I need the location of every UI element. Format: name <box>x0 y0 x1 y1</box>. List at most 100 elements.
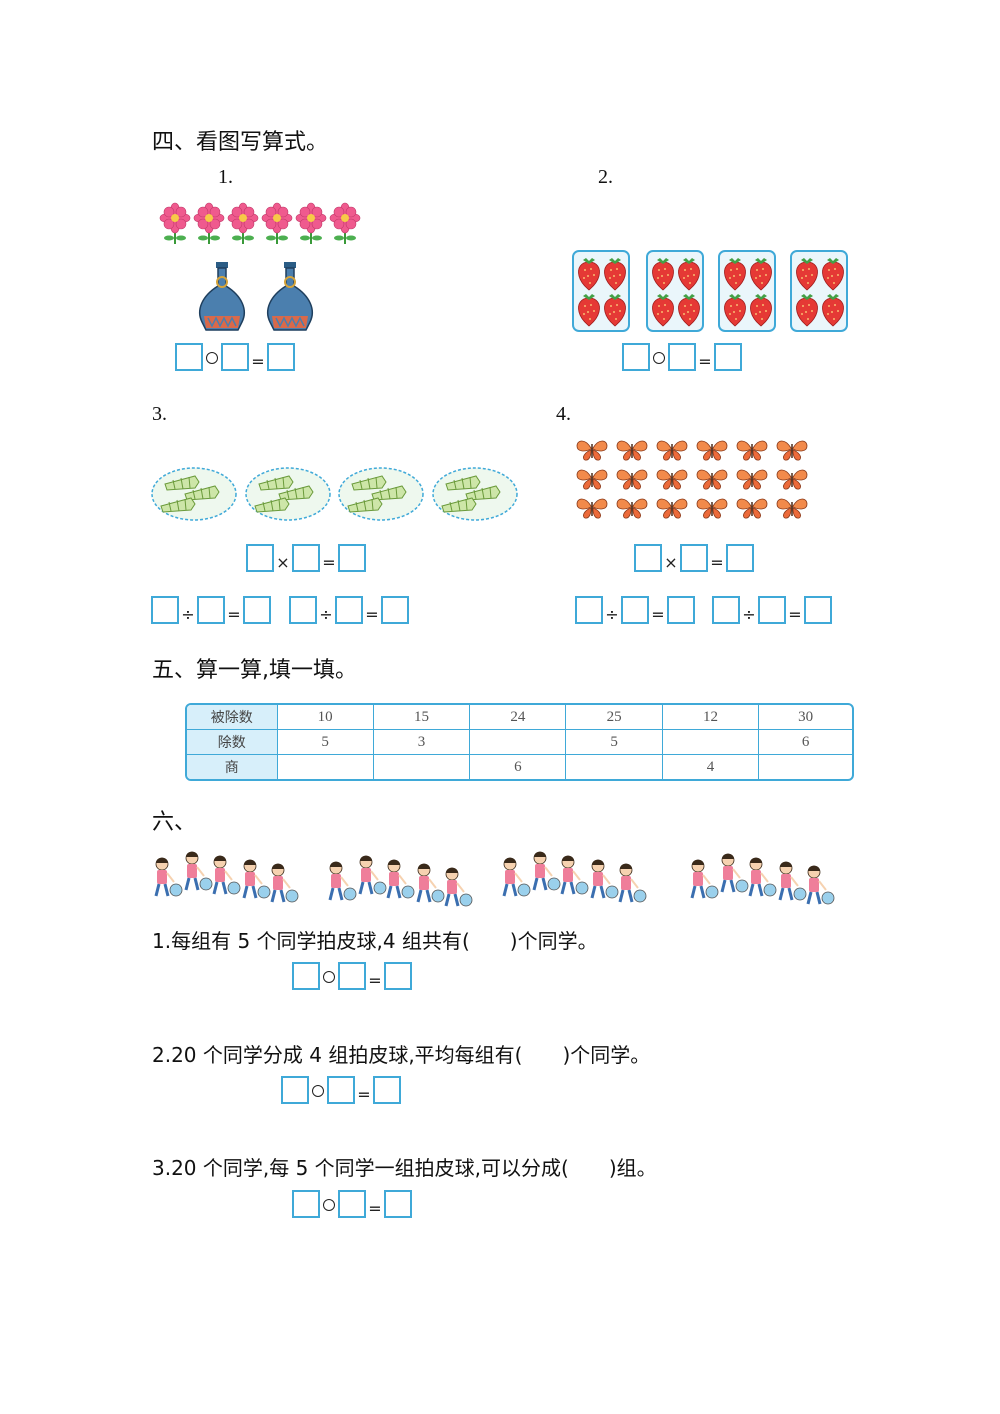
answer-box[interactable] <box>621 596 649 624</box>
answer-box[interactable] <box>281 1076 309 1104</box>
operator-circle[interactable] <box>323 1199 335 1211</box>
section-4-title: 四、看图写算式。 <box>152 130 329 155</box>
equation-4-divide-a: ÷ = <box>575 596 695 624</box>
answer-box[interactable] <box>680 544 708 572</box>
item-4-label: 4. <box>556 403 571 425</box>
answer-box[interactable] <box>667 596 695 624</box>
equation-3-divide-a: ÷ = <box>151 596 271 624</box>
answer-box[interactable] <box>726 544 754 572</box>
divide-sign: ÷ <box>181 605 195 624</box>
answer-box[interactable] <box>335 596 363 624</box>
answer-box[interactable] <box>292 962 320 990</box>
answer-box[interactable] <box>373 1076 401 1104</box>
divide-sign: ÷ <box>319 605 333 624</box>
answer-box[interactable] <box>289 596 317 624</box>
answer-box[interactable] <box>714 343 742 371</box>
section-5-title: 五、算一算,填一填。 <box>152 658 357 683</box>
children-bouncing-balls-illustration <box>150 842 850 914</box>
answer-box[interactable] <box>246 544 274 572</box>
question-1: 1.每组有 5 个同学拍皮球,4 组共有( )个同学。 <box>152 929 598 953</box>
butterflies-illustration <box>576 440 808 519</box>
table-row-divisor: 除数 5 3 5 6 <box>187 729 852 755</box>
operator-circle[interactable] <box>653 352 665 364</box>
answer-box[interactable] <box>175 343 203 371</box>
equals-sign: = <box>788 605 802 624</box>
division-table: 被除数 10 15 24 25 12 30 除数 5 3 5 6 商 6 4 <box>185 703 854 781</box>
table-row-quotient: 商 6 4 <box>187 754 852 779</box>
item-2-label: 2. <box>598 166 613 188</box>
equals-sign: = <box>357 1085 371 1104</box>
table-cell-blank[interactable] <box>758 754 852 779</box>
equation-1: = <box>175 343 295 371</box>
equation-q3: = <box>292 1190 412 1218</box>
operator-circle[interactable] <box>323 971 335 983</box>
table-cell-blank[interactable] <box>372 754 471 779</box>
equals-sign: = <box>365 605 379 624</box>
answer-box[interactable] <box>267 343 295 371</box>
row-header: 被除数 <box>187 705 278 730</box>
answer-box[interactable] <box>634 544 662 572</box>
question-2: 2.20 个同学分成 4 组拍皮球,平均每组有( )个同学。 <box>152 1043 651 1067</box>
table-cell-blank[interactable] <box>276 754 374 779</box>
table-cell: 5 <box>565 729 663 755</box>
item-1-label: 1. <box>218 166 233 188</box>
equation-4-multiply: × = <box>634 544 754 572</box>
table-cell: 6 <box>469 754 567 779</box>
answer-box[interactable] <box>758 596 786 624</box>
answer-box[interactable] <box>338 962 366 990</box>
answer-box[interactable] <box>327 1076 355 1104</box>
table-cell-blank[interactable] <box>661 729 760 755</box>
equals-sign: = <box>251 352 265 371</box>
equation-q1: = <box>292 962 412 990</box>
equals-sign: = <box>368 1199 382 1218</box>
operator-circle[interactable] <box>206 352 218 364</box>
answer-box[interactable] <box>197 596 225 624</box>
divide-sign: ÷ <box>742 605 756 624</box>
divide-sign: ÷ <box>605 605 619 624</box>
table-row-dividend: 被除数 10 15 24 25 12 30 <box>187 705 852 730</box>
table-cell: 5 <box>276 729 374 755</box>
row-header: 除数 <box>187 729 278 755</box>
table-cell: 24 <box>469 705 567 730</box>
table-cell: 30 <box>758 705 852 730</box>
answer-box[interactable] <box>338 1190 366 1218</box>
table-cell: 25 <box>565 705 663 730</box>
operator-circle[interactable] <box>312 1085 324 1097</box>
times-sign: × <box>664 553 678 572</box>
answer-box[interactable] <box>381 596 409 624</box>
question-3: 3.20 个同学,每 5 个同学一组拍皮球,可以分成( )组。 <box>152 1156 657 1180</box>
equation-q2: = <box>281 1076 401 1104</box>
answer-box[interactable] <box>338 544 366 572</box>
answer-box[interactable] <box>384 962 412 990</box>
table-cell: 12 <box>661 705 760 730</box>
answer-box[interactable] <box>221 343 249 371</box>
equation-3-divide-b: ÷ = <box>289 596 409 624</box>
answer-box[interactable] <box>622 343 650 371</box>
equals-sign: = <box>698 352 712 371</box>
answer-box[interactable] <box>243 596 271 624</box>
strawberries-illustration <box>570 250 852 334</box>
answer-box[interactable] <box>384 1190 412 1218</box>
table-cell: 10 <box>276 705 374 730</box>
bamboo-shoots-illustration <box>150 466 522 524</box>
equation-4-divide-b: ÷ = <box>712 596 832 624</box>
answer-box[interactable] <box>151 596 179 624</box>
answer-box[interactable] <box>804 596 832 624</box>
flowers-illustration <box>159 202 361 245</box>
answer-box[interactable] <box>575 596 603 624</box>
equals-sign: = <box>227 605 241 624</box>
table-cell-blank[interactable] <box>565 754 663 779</box>
equals-sign: = <box>322 553 336 572</box>
item-3-label: 3. <box>152 403 167 425</box>
row-header: 商 <box>187 754 278 779</box>
answer-box[interactable] <box>712 596 740 624</box>
table-cell-blank[interactable] <box>469 729 567 755</box>
equation-3-multiply: × = <box>246 544 366 572</box>
vases-illustration <box>198 261 314 331</box>
answer-box[interactable] <box>292 1190 320 1218</box>
answer-box[interactable] <box>292 544 320 572</box>
equals-sign: = <box>368 971 382 990</box>
answer-box[interactable] <box>668 343 696 371</box>
section-6-title: 六、 <box>152 810 197 835</box>
equation-2: = <box>622 343 742 371</box>
